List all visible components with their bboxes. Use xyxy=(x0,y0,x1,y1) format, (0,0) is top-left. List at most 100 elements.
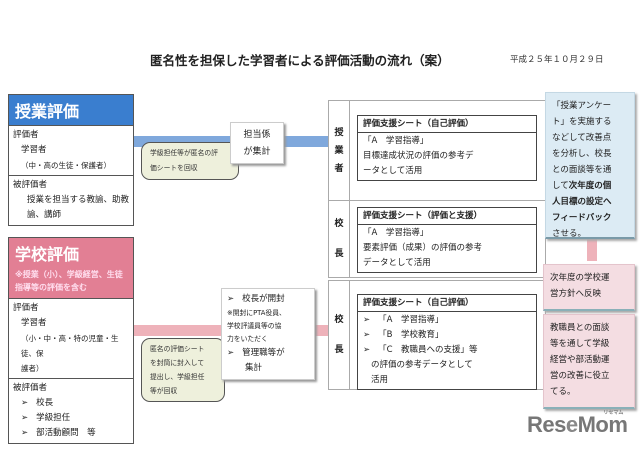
note-line: 等が回収 xyxy=(150,387,178,395)
improve-line: 教職員との面談 xyxy=(550,323,610,333)
evaluatee-section: 被評価者 校長 学級担任 部活動顧問 等 xyxy=(9,378,133,443)
lesson-eval-title: 授業評価 xyxy=(9,95,133,125)
tally-item: 集計 xyxy=(245,363,263,373)
improve-line: 等を通して学級 xyxy=(550,339,610,349)
improve-line: 営の改善に役立 xyxy=(550,371,610,381)
tally-line: 担当係 xyxy=(243,130,271,140)
role-label-principal: 校 長 xyxy=(329,201,350,277)
sheet-line: 目標達成状況の評価の参考デ xyxy=(363,151,474,161)
feedback-line: して次年度の個 xyxy=(552,178,628,194)
sheet-line: データとして活用 xyxy=(363,258,431,268)
evaluator-value: 学習者 xyxy=(21,145,47,155)
evaluator-note: （小・中・高・特の児童・生徒、保 xyxy=(21,334,119,358)
tally-item: 校長が開封 xyxy=(227,292,309,307)
tally-box-lesson: 担当係 が集計 xyxy=(230,122,284,164)
policy-line: 次年度の学校運 xyxy=(550,273,610,283)
sheet-line: 「A 学習指導」 xyxy=(363,136,429,146)
note-line: 学級担任等が匿名の評 xyxy=(150,149,218,157)
school-eval-title: 学校評価 xyxy=(9,238,133,268)
eval-sheet-self: 評価支援シート（自己評価） 「A 学習指導」 目標達成状況の評価の参考デ ータと… xyxy=(357,115,537,181)
feedback-box: 「授業アンケー ト」を実施する などして改善点 を分析し、校長 との面談等を通 … xyxy=(545,92,635,239)
sheet-line: の評価の参考データとして xyxy=(371,360,473,370)
note-line: を封筒に封入して xyxy=(150,359,205,367)
note-line: 価シートを回収 xyxy=(150,164,198,172)
evaluator-section: 評価者 学習者 （中・高の生徒・保護者） xyxy=(9,125,133,175)
sheet-bullet: 「A 学習指導」 xyxy=(363,313,531,328)
feedback-line: などして改善点 xyxy=(552,133,612,143)
feedback-emphasis: 人目標の設定へ xyxy=(552,197,612,207)
improve-line: てる。 xyxy=(550,387,576,397)
evaluator-value: 学習者 xyxy=(21,318,47,328)
logo-text: Res xyxy=(527,412,566,437)
evaluator-label: 評価者 xyxy=(13,130,39,140)
sheet-bullet: 「B 学校教育」 xyxy=(363,328,531,343)
collect-note-lesson: 学級担任等が匿名の評 価シートを回収 xyxy=(141,142,239,180)
logo-text: Mom xyxy=(577,412,628,437)
sheet-line: 要素評価（成果）の評価の参考 xyxy=(363,243,483,253)
logo-ruby: リセマム xyxy=(603,410,624,416)
role-char: 長 xyxy=(334,249,344,259)
page-title: 匿名性を担保した学習者による評価活動の流れ（案） xyxy=(150,53,450,68)
feedback-emphasis: 次年度の個 xyxy=(568,181,612,191)
role-char: 授 xyxy=(334,128,344,138)
evaluator-section: 評価者 学習者 （小・中・高・特の児童・生徒、保 護者） xyxy=(9,298,133,378)
evaluatee-item: 学級担任 xyxy=(13,411,129,426)
note-line: 匿名の評価シート xyxy=(150,345,205,353)
evaluatee-item: 部活動顧問 等 xyxy=(13,426,129,441)
sheet-title: 評価支援シート（評価と支援） xyxy=(358,208,536,225)
feedback-line: を分析し、校長 xyxy=(552,149,612,159)
note-line: 提出し、学級担任 xyxy=(150,373,205,381)
feedback-line: 「授業アンケー xyxy=(552,101,612,111)
principal-frame-school: 校 長 評価支援シート（自己評価） 「A 学習指導」 「B 学校教育」 「C 教… xyxy=(328,280,546,390)
evaluatee-label: 被評価者 xyxy=(13,180,48,190)
collect-note-school: 匿名の評価シート を封筒に封入して 提出し、学級担任 等が回収 xyxy=(141,338,225,402)
improvement-box: 教職員との面談 等を通して学級 経営や部活動運 営の改善に役立 てる。 xyxy=(543,314,635,409)
tally-item: 管理職等が xyxy=(227,346,309,361)
subnote-line: 指導等の評価を含む xyxy=(15,283,87,292)
tally-line: が集計 xyxy=(243,147,271,157)
eval-sheet-self-school: 評価支援シート（自己評価） 「A 学習指導」 「B 学校教育」 「C 教職員への… xyxy=(357,294,537,390)
sheet-line: 活用 xyxy=(371,375,389,385)
tally-note: 学校評議員等の協 xyxy=(227,322,282,330)
sheet-line: 「A 学習指導」 xyxy=(363,228,429,238)
eval-sheet-support: 評価支援シート（評価と支援） 「A 学習指導」 要素評価（成果）の評価の参考 デ… xyxy=(357,207,537,273)
feedback-line: ト」を実施する xyxy=(552,117,612,127)
tally-note: ※開封にPTA役員、 xyxy=(227,309,286,317)
evaluator-note: 護者） xyxy=(21,364,44,373)
policy-box: 次年度の学校運 営方針へ反映 xyxy=(543,264,635,311)
lesson-eval-panel: 授業評価 評価者 学習者 （中・高の生徒・保護者） 被評価者 授業を担当する教諭… xyxy=(8,94,134,226)
evaluatee-label: 被評価者 xyxy=(13,383,48,393)
teacher-frame: 授 業 者 評価支援シート（自己評価） 「A 学習指導」 目標達成状況の評価の参… xyxy=(328,100,546,202)
resemom-logo: ReseMom リセマム xyxy=(527,410,628,438)
tally-box-school: 校長が開封 ※開封にPTA役員、 学校評議員等の協 力をいただく 管理職等が 集… xyxy=(221,288,315,380)
sheet-line: ータとして活用 xyxy=(363,166,423,176)
date-label: 平成２５年１０月２９日 xyxy=(510,55,604,65)
sheet-title: 評価支援シート（自己評価） xyxy=(358,116,536,133)
evaluatee-item: 校長 xyxy=(13,396,129,411)
policy-line: 営方針へ反映 xyxy=(550,289,602,299)
sheet-bullet: 「C 教職員への支援」等 xyxy=(363,343,531,358)
evaluatee-line: 授業を担当する教諭、助教 xyxy=(27,195,130,205)
school-eval-panel: 学校評価 ※授業（小）、学級経営、生徒 指導等の評価を含む 評価者 学習者 （小… xyxy=(8,237,134,444)
role-char: 校 xyxy=(334,315,344,325)
role-char: 者 xyxy=(334,164,344,174)
role-char: 業 xyxy=(334,146,344,156)
evaluator-note: （中・高の生徒・保護者） xyxy=(21,161,111,170)
logo-text: e xyxy=(565,412,578,437)
principal-frame-lesson: 校 長 評価支援シート（評価と支援） 「A 学習指導」 要素評価（成果）の評価の… xyxy=(328,200,546,278)
evaluatee-line: 諭、講師 xyxy=(27,210,62,220)
role-label-teacher: 授 業 者 xyxy=(329,101,350,201)
subnote-line: ※授業（小）、学級経営、生徒 xyxy=(15,270,123,279)
evaluator-label: 評価者 xyxy=(13,303,39,313)
role-char: 長 xyxy=(334,345,344,355)
role-label-principal: 校 長 xyxy=(329,281,350,389)
sheet-title: 評価支援シート（自己評価） xyxy=(358,295,536,312)
evaluatee-section: 被評価者 授業を担当する教諭、助教 諭、講師 xyxy=(9,175,133,225)
feedback-line: との面談等を通 xyxy=(552,165,612,175)
school-eval-subnote: ※授業（小）、学級経営、生徒 指導等の評価を含む xyxy=(9,268,133,298)
tally-note: 力をいただく xyxy=(227,335,268,343)
feedback-emphasis: フィードバック xyxy=(552,213,612,223)
feedback-line: させる。 xyxy=(552,229,587,239)
improve-line: 経営や部活動運 xyxy=(550,355,610,365)
role-char: 校 xyxy=(334,219,344,229)
